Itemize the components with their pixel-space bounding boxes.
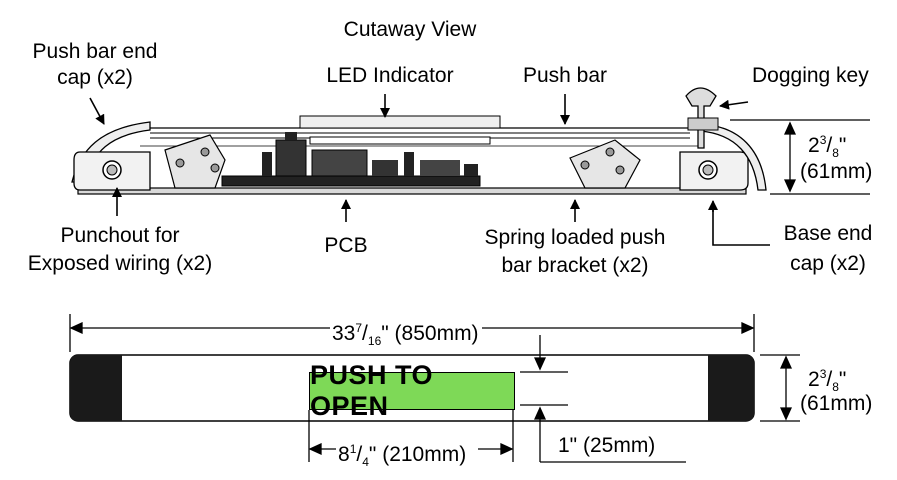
- dogging-key: [685, 87, 719, 149]
- pcb-board: [221, 175, 481, 187]
- label-punchout-line1: Punchout for: [60, 224, 180, 247]
- left-end-cap: [70, 355, 122, 421]
- exterior-height-mm: (61mm): [800, 392, 873, 416]
- right-end-cap: [708, 355, 754, 421]
- label-led-indicator: LED Indicator: [326, 64, 454, 87]
- label-base-end-cap-line2: cap (x2): [790, 252, 866, 275]
- offset-dimension: [520, 335, 686, 463]
- leader-arrows: [89, 94, 770, 246]
- label-end-cap-line1: Push bar end: [32, 40, 158, 63]
- length-dimension: [69, 314, 755, 352]
- push-to-open-banner: PUSH TO OPEN: [309, 360, 515, 421]
- offset-dimension-text: 1" (25mm): [558, 434, 656, 458]
- led-indicator: [299, 115, 501, 129]
- diagram-title: Cutaway View: [343, 18, 477, 41]
- length-dimension-text: 337/16" (850mm): [332, 316, 479, 354]
- exterior-height-dimension: [760, 354, 800, 422]
- right-spring-bracket: [569, 139, 641, 189]
- base-plate: [77, 187, 747, 195]
- banner-width-dimension: [308, 410, 514, 462]
- label-dogging-key: Dogging key: [752, 64, 869, 87]
- label-spring-line2: bar bracket (x2): [501, 254, 649, 277]
- label-spring-line1: Spring loaded push: [484, 226, 666, 249]
- cutaway-height-dimension: [730, 119, 870, 195]
- banner-width-text: 81/4" (210mm): [338, 437, 467, 475]
- cutaway-assembly: [71, 87, 767, 195]
- label-push-bar: Push bar: [522, 64, 608, 87]
- cutaway-height-mm: (61mm): [800, 160, 873, 184]
- label-end-cap-line2: cap (x2): [57, 66, 133, 89]
- label-pcb: PCB: [324, 234, 368, 257]
- label-punchout-line2: Exposed wiring (x2): [27, 252, 213, 275]
- cutaway-height-inches: 23/8": [808, 128, 847, 166]
- left-spring-bracket: [164, 134, 226, 189]
- label-base-end-cap-line1: Base end: [783, 222, 873, 245]
